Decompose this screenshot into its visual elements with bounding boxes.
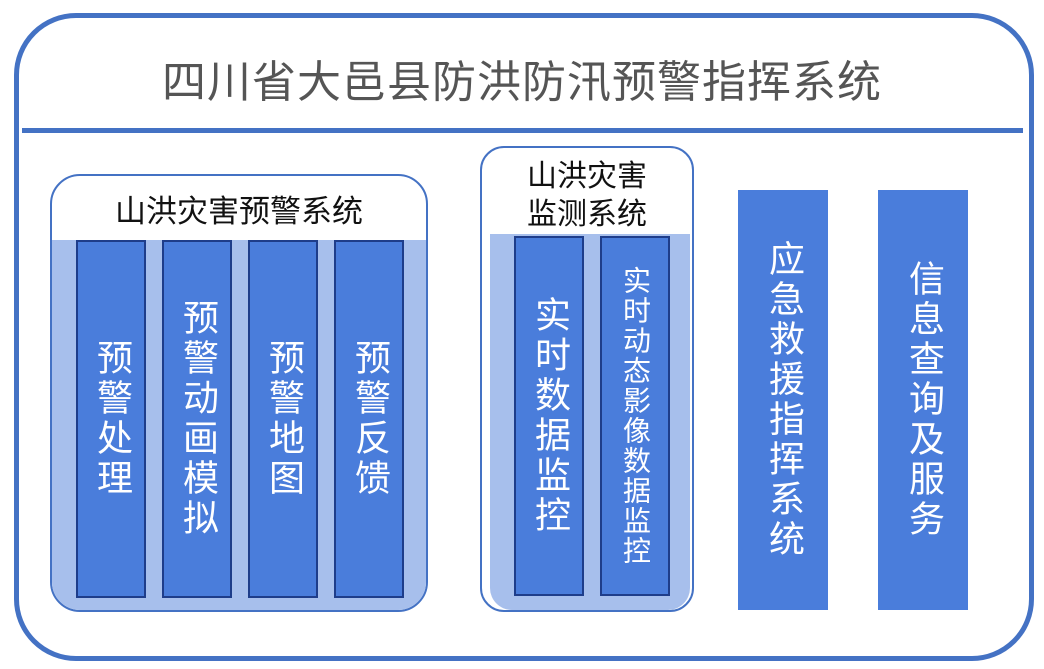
page-title: 四川省大邑县防洪防汛预警指挥系统 — [162, 57, 882, 108]
module-label: 信息查询及服务 — [903, 260, 944, 540]
module-label: 预警地图 — [263, 339, 304, 499]
module-label: 预警反馈 — [349, 339, 390, 499]
monitoring-title-line2: 监测系统 — [527, 197, 647, 232]
module-realtime-data-monitoring[interactable]: 实时数据监控 — [514, 236, 584, 596]
module-emergency-rescue-command[interactable]: 应急救援指挥系统 — [738, 190, 828, 610]
warning-group-title: 山洪灾害预警系统 — [115, 194, 363, 230]
module-label: 应急救援指挥系统 — [763, 240, 804, 560]
monitoring-title-line1: 山洪灾害 — [527, 159, 647, 194]
module-warning-animation[interactable]: 预警动画模拟 — [162, 240, 232, 598]
module-warning-map[interactable]: 预警地图 — [248, 240, 318, 598]
module-label: 实时数据监控 — [529, 296, 570, 536]
module-information-query-service[interactable]: 信息查询及服务 — [878, 190, 968, 610]
module-label: 预警动画模拟 — [177, 299, 218, 539]
module-warning-feedback[interactable]: 预警反馈 — [334, 240, 404, 598]
header-divider — [22, 128, 1023, 133]
module-realtime-imagery-monitoring[interactable]: 实时动态影像数据监控 — [600, 236, 670, 596]
module-warning-processing[interactable]: 预警处理 — [76, 240, 146, 598]
module-label: 实时动态影像数据监控 — [619, 266, 652, 566]
module-label: 预警处理 — [91, 339, 132, 499]
monitoring-group-title: 山洪灾害 监测系统 — [482, 158, 692, 234]
